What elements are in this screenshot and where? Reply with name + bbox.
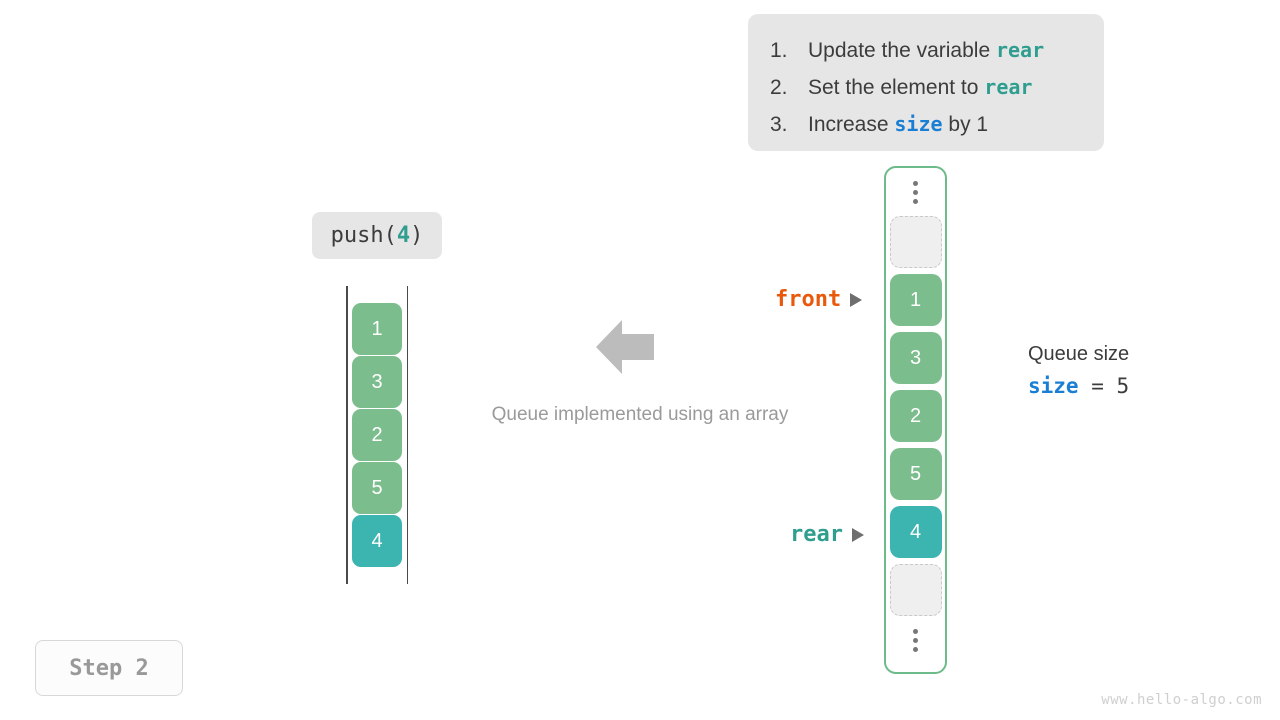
instruction-keyword: rear bbox=[995, 38, 1045, 62]
front-pointer: front bbox=[775, 287, 863, 312]
queue-cell: 5 bbox=[889, 448, 942, 500]
diagram-caption: Queue implemented using an array bbox=[491, 404, 789, 425]
array-cell-new: 4 bbox=[352, 515, 402, 567]
array-cell: 5 bbox=[352, 462, 402, 514]
size-panel-expression: size = 5 bbox=[1028, 374, 1129, 398]
arrow-left-icon bbox=[596, 320, 654, 374]
size-variable-name: size bbox=[1028, 374, 1079, 398]
footer-url: www.hello-algo.com bbox=[1101, 692, 1262, 708]
rear-pointer: rear bbox=[790, 522, 864, 547]
instruction-text: Increase size by 1 bbox=[808, 112, 989, 136]
array-cell: 3 bbox=[352, 356, 402, 408]
instruction-text: Update the variable rear bbox=[808, 38, 1045, 62]
size-panel-title: Queue size bbox=[1028, 343, 1130, 365]
arrow-right-icon bbox=[851, 527, 864, 542]
array-cell: 2 bbox=[352, 409, 402, 461]
instruction-number: 1. bbox=[770, 39, 788, 62]
operation-name: push( bbox=[330, 223, 397, 248]
instruction-number: 3. bbox=[770, 113, 788, 136]
array-right-border bbox=[406, 286, 408, 584]
instruction-item: 2. Set the element to rear bbox=[748, 69, 1104, 106]
array-left-border bbox=[346, 286, 348, 584]
queue-cell: 2 bbox=[889, 390, 942, 442]
array-cell-list: 1 3 2 5 4 bbox=[352, 303, 402, 567]
rear-pointer-label: rear bbox=[790, 522, 843, 547]
instructions-callout: 1. Update the variable rear 2. Set the e… bbox=[748, 14, 1104, 151]
instruction-item: 3. Increase size by 1 bbox=[748, 106, 1104, 143]
front-pointer-label: front bbox=[775, 287, 842, 312]
instruction-text: Set the element to rear bbox=[808, 75, 1033, 99]
vertical-ellipsis-icon bbox=[913, 616, 918, 664]
step-badge: Step 2 bbox=[35, 640, 183, 696]
operation-close: ) bbox=[410, 223, 424, 248]
operation-label: push(4) bbox=[312, 212, 442, 259]
size-panel: Queue size size = 5 bbox=[1028, 343, 1129, 398]
arrow-right-icon bbox=[850, 292, 863, 307]
instruction-keyword: rear bbox=[984, 75, 1033, 99]
array-cell: 1 bbox=[352, 303, 402, 355]
array-view: 1 3 2 5 4 bbox=[346, 286, 408, 584]
vertical-ellipsis-icon bbox=[913, 168, 918, 216]
operation-value: 4 bbox=[396, 223, 411, 248]
queue-slot-empty bbox=[889, 216, 942, 268]
instruction-item: 1. Update the variable rear bbox=[748, 32, 1104, 69]
queue-cell: 1 bbox=[889, 274, 942, 326]
instruction-keyword: size bbox=[894, 112, 943, 136]
size-value: 5 bbox=[1116, 374, 1130, 398]
instruction-number: 2. bbox=[770, 76, 788, 99]
queue-cell-new: 4 bbox=[889, 506, 942, 558]
queue-view: 1 3 2 5 4 bbox=[884, 166, 947, 674]
queue-slot-empty bbox=[889, 564, 942, 616]
queue-cell: 3 bbox=[889, 332, 942, 384]
size-equals: = bbox=[1078, 374, 1117, 398]
